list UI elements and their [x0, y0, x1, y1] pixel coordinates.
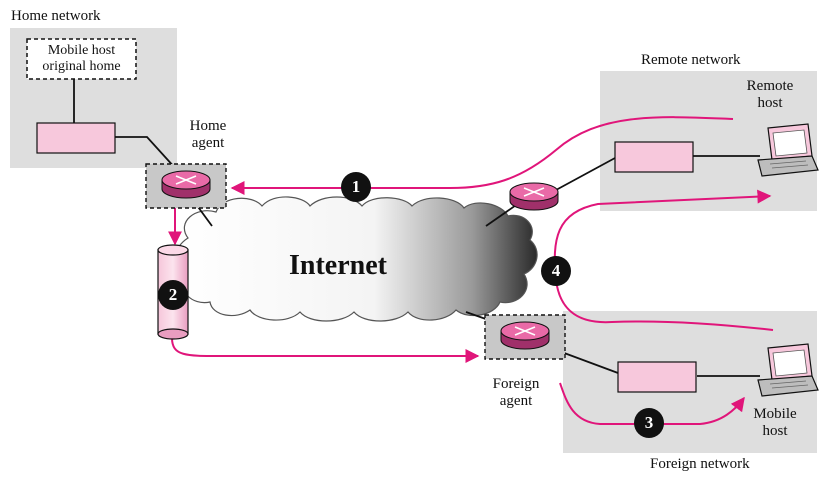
foreign-agent-line-2: agent	[499, 393, 533, 409]
mobile-host-label: Mobile host	[735, 406, 815, 440]
remote-host-laptop	[757, 123, 819, 177]
remote-network-label: Remote network	[641, 52, 741, 68]
home-agent-label: Home agent	[168, 118, 248, 152]
path-3-to-mobile-host	[559, 382, 745, 425]
step-3-badge: 3	[634, 408, 664, 438]
mobile-host-original-home-box	[26, 38, 137, 80]
laptop-icon	[757, 343, 819, 397]
home-agent-router	[145, 163, 227, 209]
mobile-host-original-home-line-1: Mobile host	[47, 43, 116, 58]
message-paths	[168, 116, 774, 425]
router-icon	[500, 321, 550, 350]
step-1-badge: 1	[341, 172, 371, 202]
router-icon	[161, 170, 211, 199]
mobile-host-line-1: Mobile	[753, 406, 797, 422]
remote-lan-device	[614, 141, 694, 173]
mobile-host-original-home-line-2: original home	[42, 59, 121, 74]
step-2-badge: 2	[158, 280, 188, 310]
mobile-host-laptop	[757, 343, 819, 397]
internet-cloud	[174, 196, 538, 322]
home-agent-line-2: agent	[191, 135, 225, 151]
foreign-agent-label: Foreign agent	[476, 376, 556, 410]
remote-host-label: Remote host	[730, 78, 810, 112]
remote-host-line-2: host	[757, 95, 783, 111]
path-4-to-remote-host	[553, 189, 774, 331]
mobile-host-line-2: host	[762, 423, 788, 439]
foreign-lan-device	[617, 361, 697, 393]
remote-router	[509, 182, 559, 211]
step-4-badge: 4	[541, 256, 571, 286]
foreign-network-label: Foreign network	[650, 456, 750, 472]
remote-host-line-1: Remote	[746, 78, 794, 94]
laptop-icon	[757, 123, 819, 177]
path-tunnel-to-foreign-agent	[171, 337, 480, 363]
router-icon	[509, 182, 559, 211]
home-lan-device	[36, 122, 116, 154]
home-agent-line-1: Home	[189, 118, 227, 134]
path-1-to-home-agent	[230, 116, 734, 195]
internet-label: Internet	[289, 250, 387, 281]
foreign-agent-router	[484, 314, 566, 360]
mobile-host-original-home-label: Mobile host original home	[27, 43, 136, 75]
foreign-agent-line-1: Foreign	[492, 376, 540, 392]
home-network-label: Home network	[11, 8, 101, 24]
